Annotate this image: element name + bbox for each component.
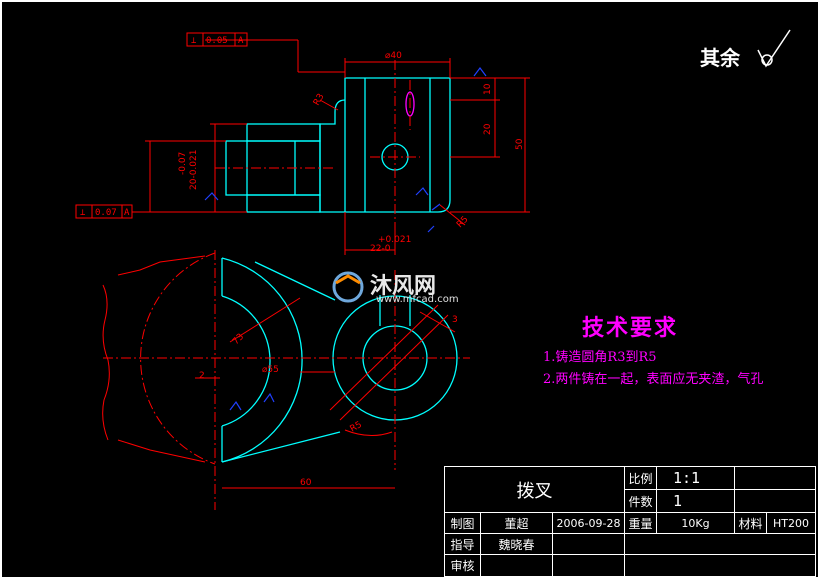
watermark-url: www.mfcad.com (376, 294, 459, 305)
dim-d55: ⌀55 (262, 365, 279, 375)
link-lower (221, 431, 341, 463)
watermark-brand: 沐风网 (370, 274, 437, 299)
weight-value: 10Kg (657, 513, 735, 534)
tolerance-frame-2 (75, 204, 133, 219)
dim-r5: R5 (455, 215, 471, 231)
front-view (225, 77, 451, 213)
title-block-blank-1 (735, 467, 815, 490)
tolerance-text: ⊥ 0.05 A ⊥ 0.07 A (80, 36, 244, 218)
arm-outline (319, 99, 346, 213)
boss-keyway (379, 295, 411, 326)
tech-requirements-title: 技术要求 (582, 315, 679, 341)
tolerance-datum-2: A (124, 208, 130, 218)
drawn-name: 董超 (481, 513, 553, 534)
dim-tol-upper: +0.021 (378, 235, 411, 245)
dim-20-right: 20 (483, 123, 493, 135)
scale-value: 1:1 (657, 467, 735, 490)
dim-3: 3 (452, 315, 458, 325)
tolerance-frames (75, 32, 248, 219)
guide-label: 指导 (445, 534, 481, 555)
tolerance-datum-1: A (238, 36, 244, 46)
tolerance-frame-1 (186, 32, 248, 47)
tolerance-value-1: 0.05 (206, 36, 228, 46)
title-block-blank-3 (553, 534, 625, 555)
part-name: 拨叉 (445, 467, 625, 513)
title-block-blank-5 (553, 555, 625, 576)
dim-20-left-a: -0.07 (178, 152, 188, 175)
dim-60: 60 (300, 478, 312, 488)
tech-requirement-2: 2.两件铸在一起，表面应无夹渣，气孔 (543, 372, 764, 387)
tolerance-symbol-2: ⊥ (80, 208, 86, 218)
roughness-default-icon (757, 29, 791, 68)
title-block-blank-6 (625, 555, 815, 576)
dim-73: 73 (231, 332, 246, 347)
bottom-red-lines (102, 250, 470, 510)
material-label: 材料 (735, 513, 767, 534)
roughness-symbols (204, 67, 487, 411)
dim-d40: ⌀40 (385, 51, 402, 61)
tolerance-symbol-1: ⊥ (191, 36, 197, 46)
watermark-logo-icon (332, 271, 364, 303)
large-arc-outer (221, 257, 303, 463)
dim-20-left-b: 20-0.021 (189, 150, 199, 190)
large-arc-inner (221, 295, 271, 427)
guide-name: 魏晓春 (481, 534, 553, 555)
drawn-date: 2006-09-28 (553, 513, 625, 534)
weight-label: 重量 (625, 513, 657, 534)
qty-label: 件数 (625, 490, 657, 513)
large-circle-left (140, 252, 216, 465)
dim-50: 50 (515, 138, 525, 150)
tolerance-value-2: 0.07 (95, 208, 117, 218)
title-block-blank-4 (625, 534, 815, 555)
qty-value: 1 (657, 490, 735, 513)
dim-10: 10 (483, 83, 493, 95)
dim-2: 2 (199, 371, 205, 381)
dim-22: 22-0 (370, 244, 391, 254)
bottom-dimension-text: 73 ⌀55 2 60 3 R5 (199, 315, 458, 488)
review-name (481, 555, 553, 576)
drawn-label: 制图 (445, 513, 481, 534)
front-dimensions (132, 39, 530, 255)
fork-upper (246, 123, 321, 142)
main-block-outline (344, 77, 451, 213)
front-dimension-text: ⌀40 10 20 50 R3 R5 +0.021 22-0 -0.07 20-… (178, 51, 525, 254)
material-value: HT200 (767, 513, 815, 534)
scale-label: 比例 (625, 467, 657, 490)
front-centerlines (215, 60, 420, 230)
title-block: 拨叉 比例 1:1 件数 1 制图 董超 2006-09-28 重量 10Kg … (444, 466, 816, 577)
dim-r3-top: R3 (312, 92, 327, 107)
review-label: 审核 (445, 555, 481, 576)
roughness-note: 其余 (700, 46, 740, 70)
tech-requirement-1: 1.铸造圆角R3到R5 (543, 350, 657, 365)
link-upper (254, 261, 336, 301)
title-block-blank-2 (735, 490, 815, 513)
fork-lower (246, 194, 321, 213)
